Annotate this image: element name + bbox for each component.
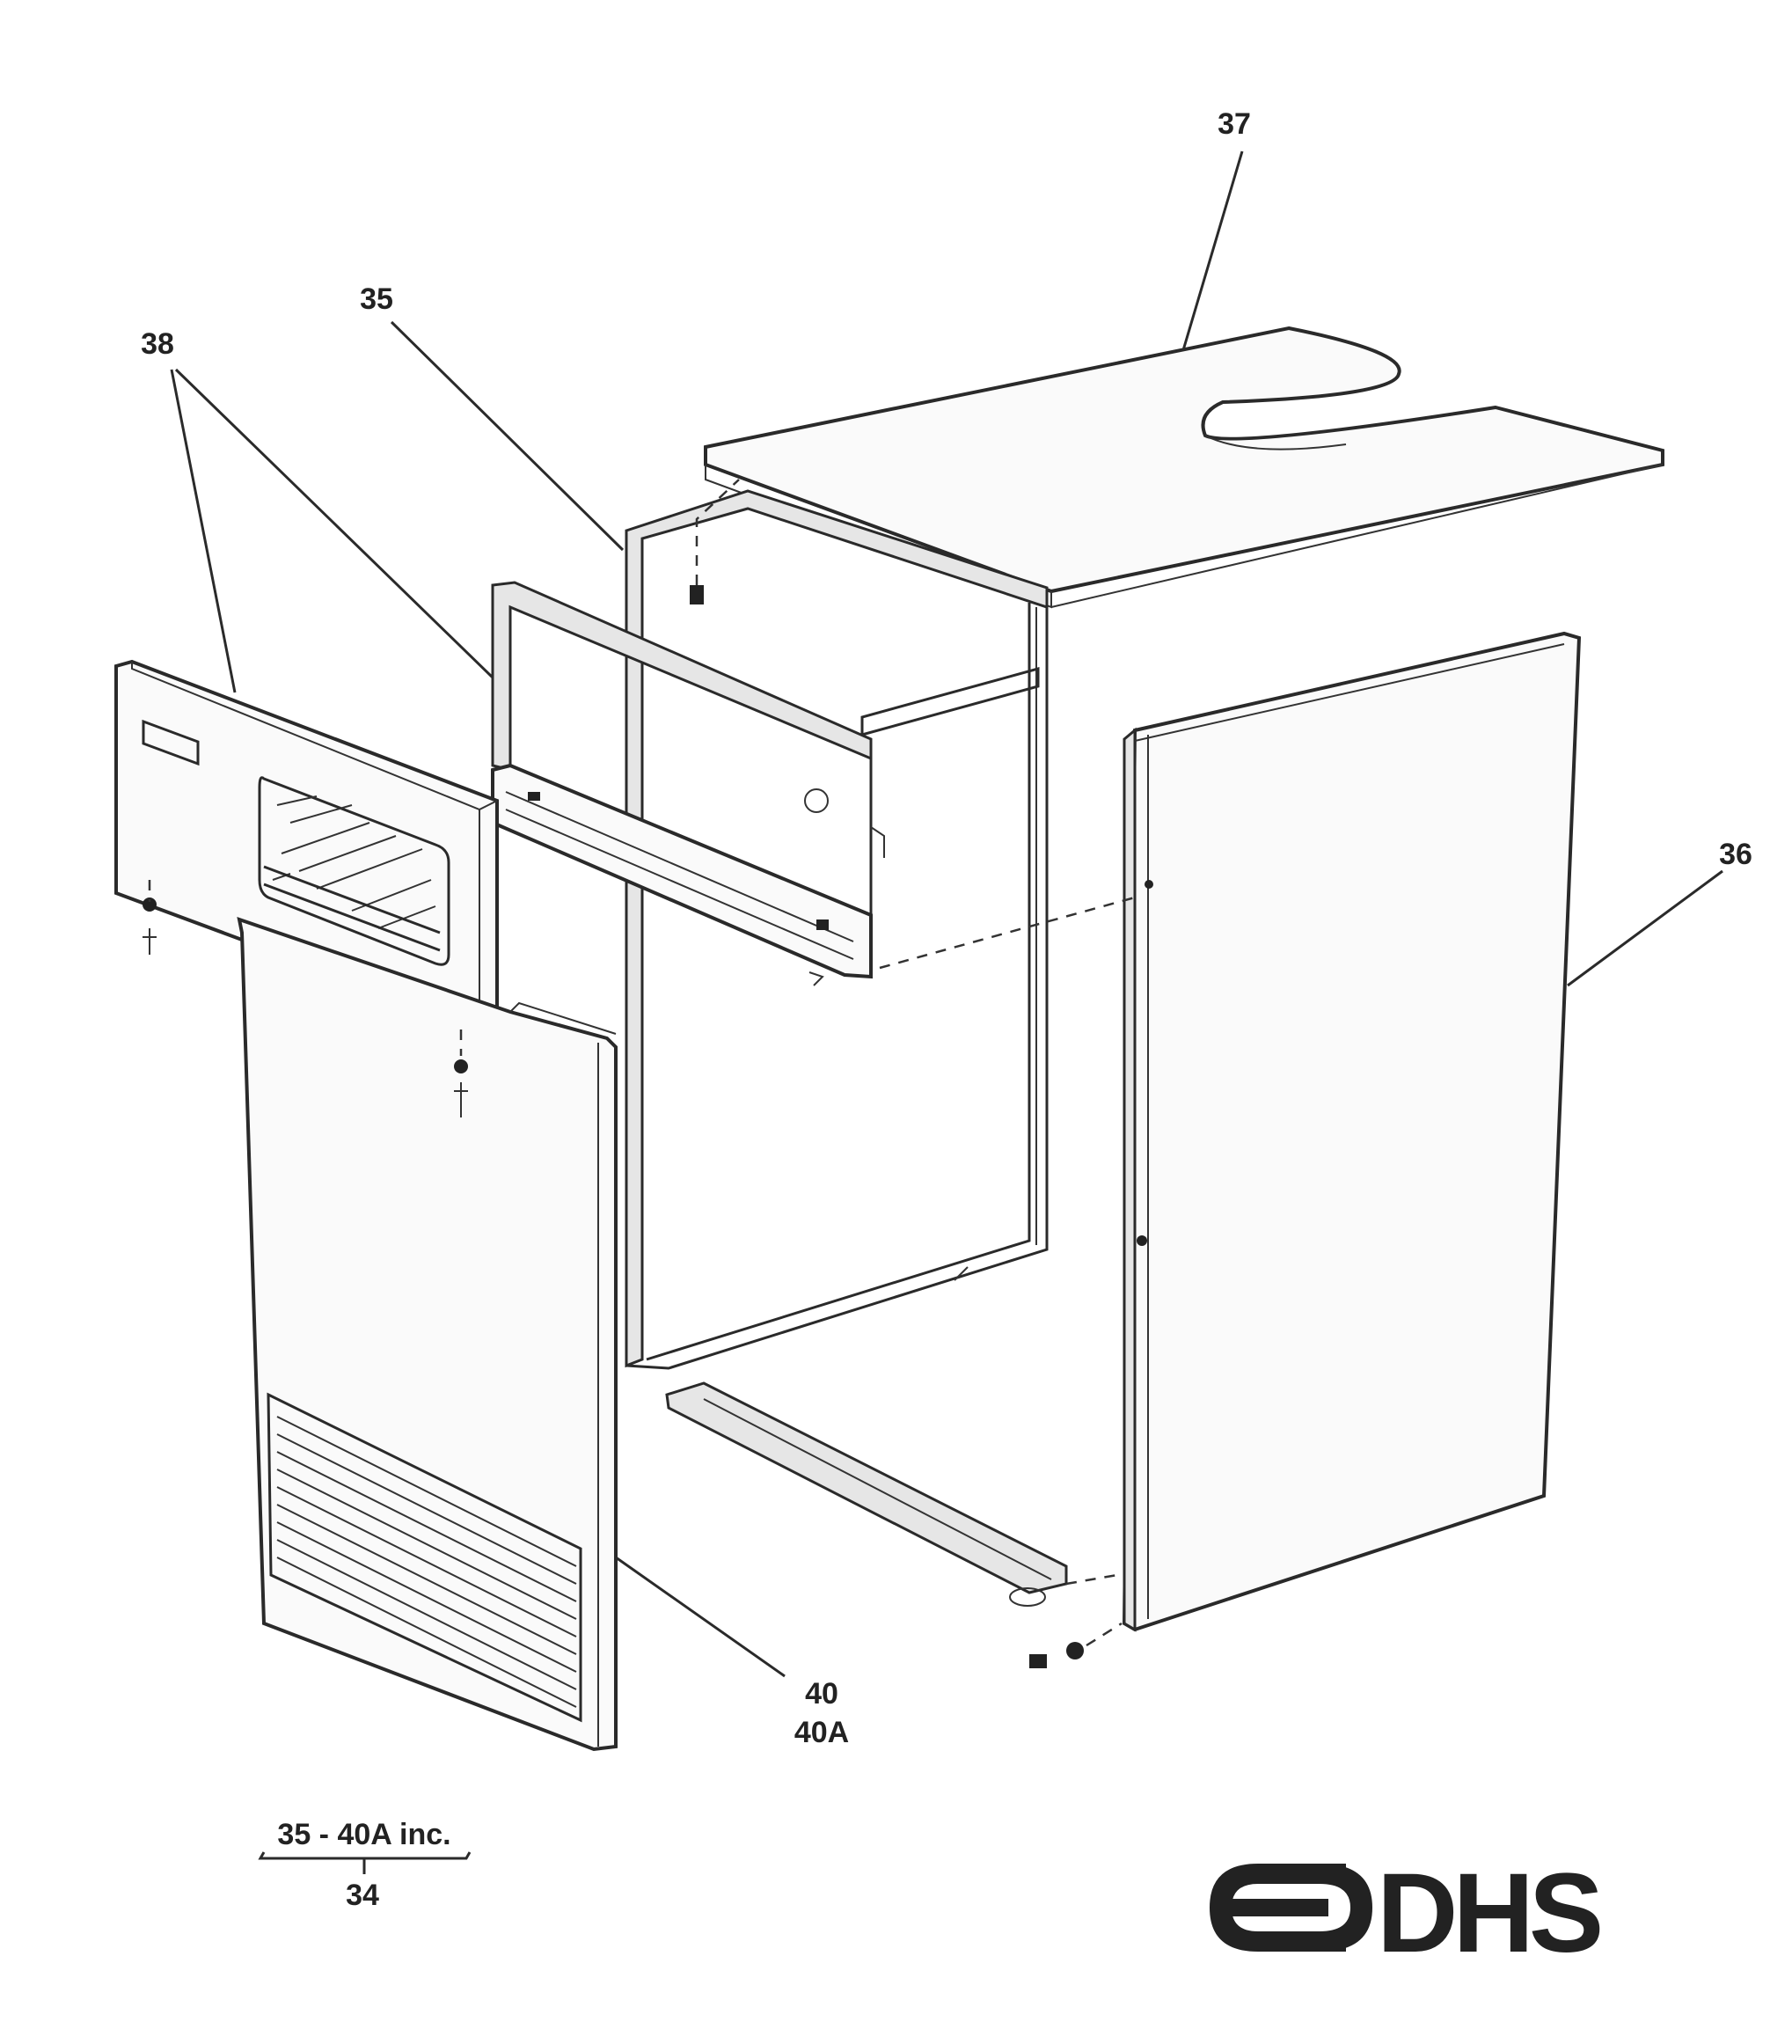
callout-40a: 40A [794,1716,849,1749]
callout-range: 35 - 40A inc. [277,1818,450,1851]
callout-34: 34 [346,1879,379,1912]
control-panel-38 [114,659,499,1030]
screws [143,479,1136,1668]
callout-36: 36 [1719,838,1752,871]
dhs-logo: DHS [1210,1850,1605,1976]
cabinet-body [625,489,1049,1370]
callout-labels: 37 35 38 36 40 40A 35 - 40A inc. 34 [141,107,1752,1912]
front-frame-35 [491,581,885,979]
bottom-rail [665,1381,1068,1607]
leader-lines [170,150,1723,1874]
front-panel-40 [237,916,618,1752]
callout-38: 38 [141,327,174,361]
top-panel-37 [704,326,1664,609]
callout-40: 40 [805,1677,838,1711]
callout-35: 35 [360,282,393,316]
side-panel-36 [1122,631,1582,1632]
dhs-logo-text: DHS [1377,1850,1600,1976]
callout-37: 37 [1218,107,1251,141]
